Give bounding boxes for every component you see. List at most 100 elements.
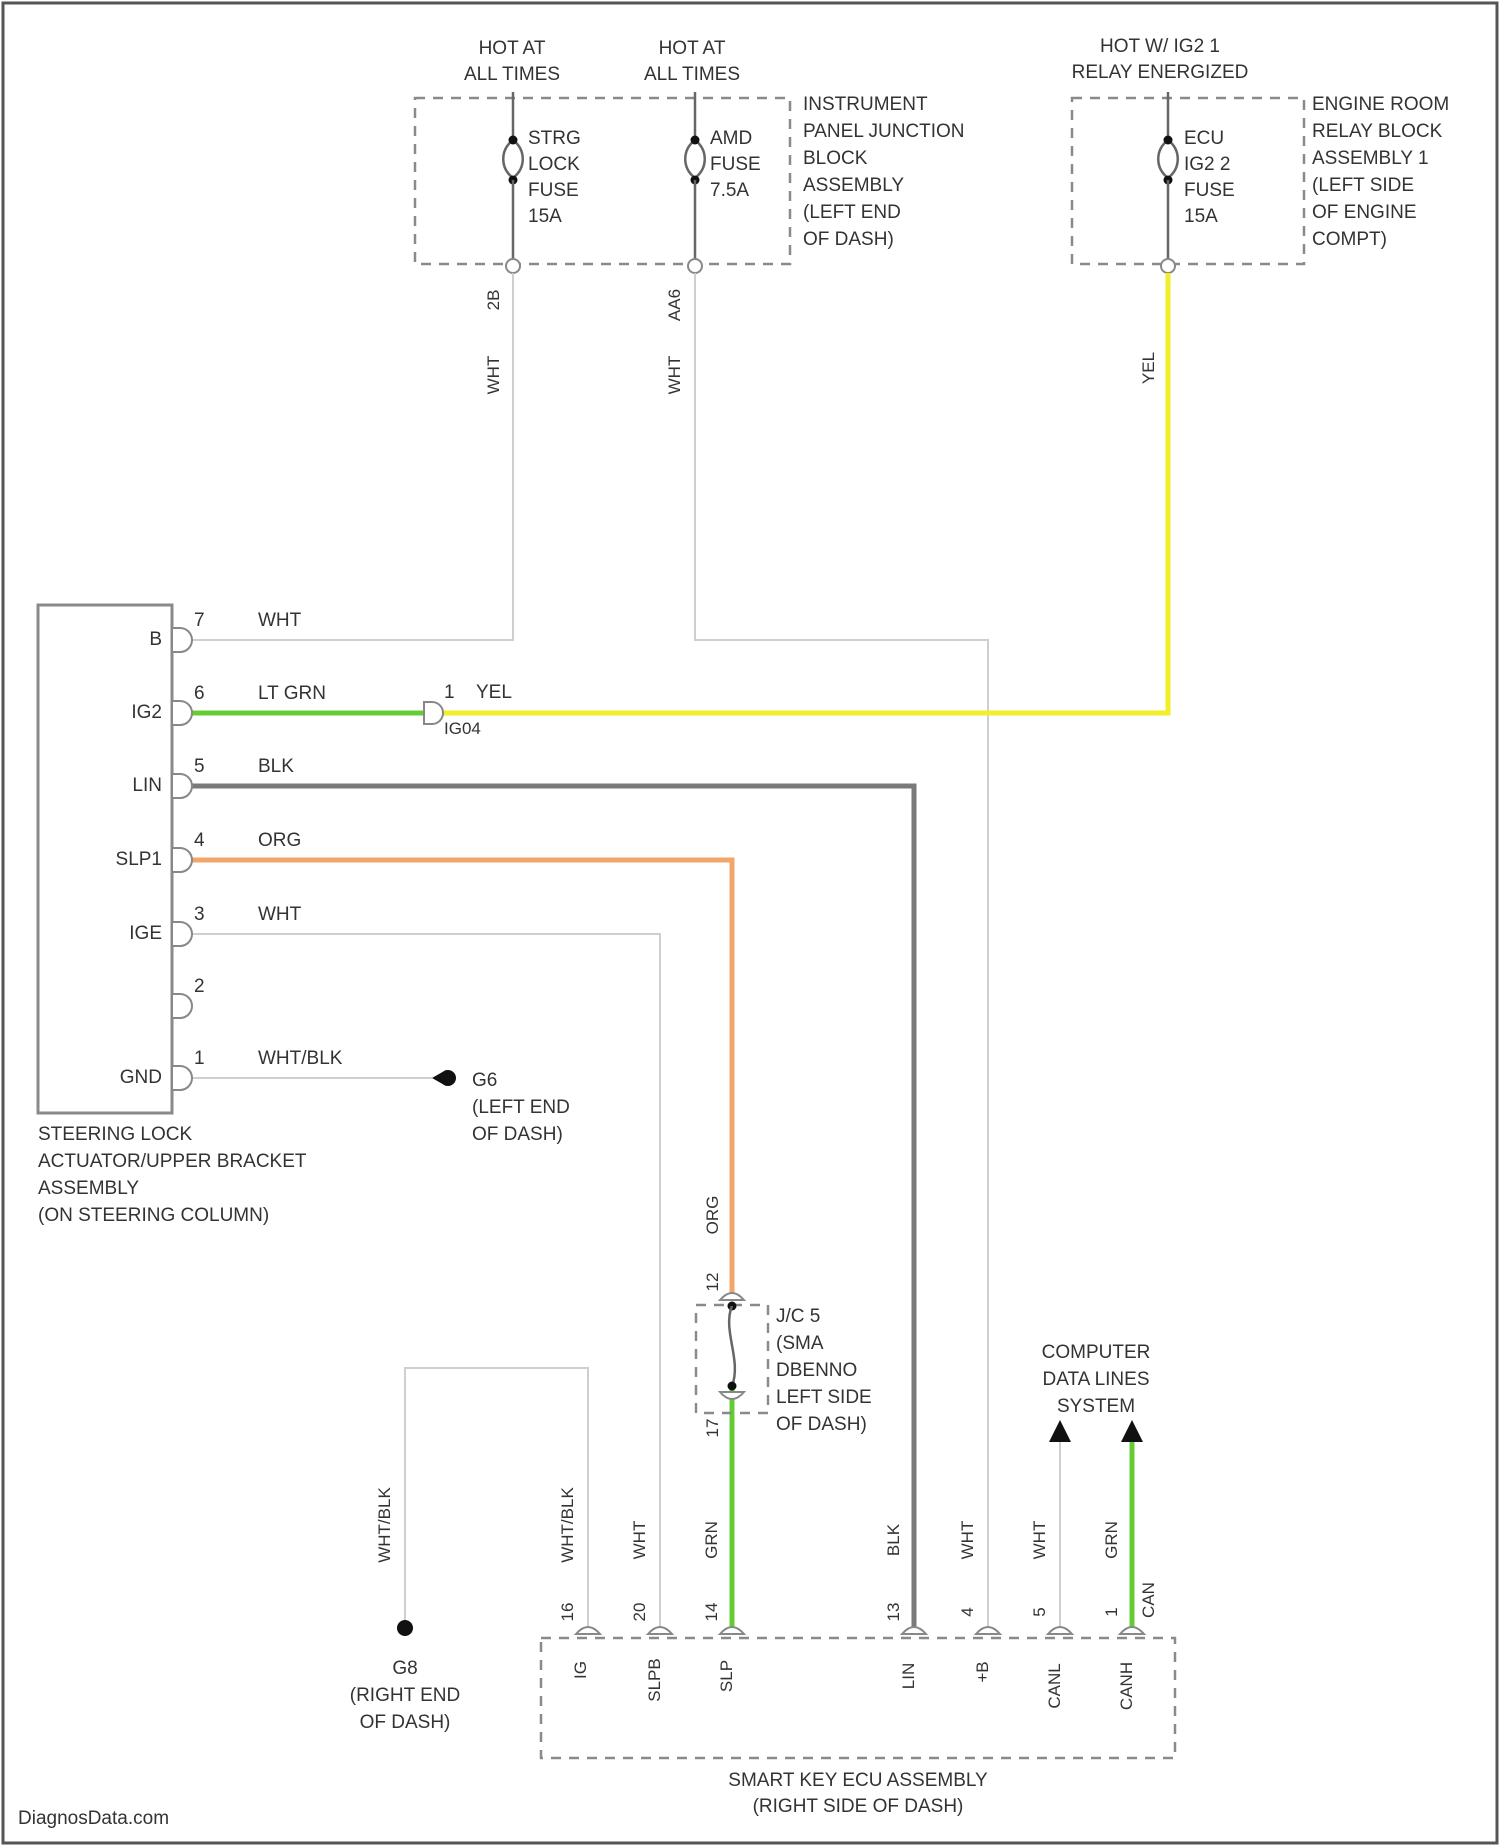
amd-fuse-l3: 7.5A bbox=[710, 180, 749, 201]
sk-pin-label-lin: LIN bbox=[899, 1663, 918, 1689]
errb-l1: ENGINE ROOM bbox=[1312, 94, 1449, 115]
sl-terminal-5 bbox=[172, 774, 192, 798]
amd-fuse-l2: FUSE bbox=[710, 154, 761, 175]
strg-wire-color: WHT bbox=[484, 356, 503, 395]
data-lines-l1: COMPUTER bbox=[1042, 1342, 1151, 1363]
sk-wire-color-ig: WHT/BLK bbox=[558, 1487, 577, 1563]
hot-label-3a: HOT W/ IG2 1 bbox=[1100, 36, 1220, 57]
sl-terminal-3 bbox=[172, 922, 192, 946]
sk-pin-num-plusb: 4 bbox=[958, 1607, 977, 1616]
sk-pin-num-lin: 13 bbox=[884, 1603, 903, 1622]
errb-l4: (LEFT SIDE bbox=[1312, 175, 1414, 196]
sk-pin-label-plusb: +B bbox=[973, 1661, 992, 1682]
ecu-fuse-l4: 15A bbox=[1184, 206, 1218, 227]
sl-pin-num-7: 7 bbox=[194, 610, 205, 631]
sl-name-l2: ACTUATOR/UPPER BRACKET bbox=[38, 1151, 307, 1172]
sk-wire-color-canh: GRN bbox=[1102, 1521, 1121, 1559]
jc5-l4: LEFT SIDE bbox=[776, 1387, 872, 1408]
sl-pin-label-gnd: GND bbox=[120, 1067, 162, 1088]
strg-pin-label: 2B bbox=[484, 290, 503, 311]
sl-wire-color-3: WHT bbox=[258, 904, 302, 925]
ecu-wire-color: YEL bbox=[1139, 352, 1158, 384]
errb-l3: ASSEMBLY 1 bbox=[1312, 148, 1429, 169]
sl-pin-num-5: 5 bbox=[194, 756, 205, 777]
jc5-l1: J/C 5 bbox=[776, 1306, 820, 1327]
sk-wire-color-lin: BLK bbox=[884, 1523, 903, 1556]
sl-pin-num-4: 4 bbox=[194, 830, 205, 851]
amd-wire-color: WHT bbox=[665, 356, 684, 395]
sk-pin-label-canl: CANL bbox=[1045, 1663, 1064, 1708]
sk-pin-num-slpb: 20 bbox=[630, 1603, 649, 1622]
sk-pin-num-ig: 16 bbox=[558, 1603, 577, 1622]
g8-l1: G8 bbox=[392, 1658, 417, 1679]
sk-pin-num-canh: 1 bbox=[1102, 1607, 1121, 1616]
connector-num: 1 bbox=[444, 682, 455, 703]
sk-pin-label-canh: CANH bbox=[1117, 1662, 1136, 1710]
diagram-frame bbox=[3, 3, 1497, 1843]
sl-terminal-2 bbox=[172, 994, 192, 1018]
g6-l2: (LEFT END bbox=[472, 1097, 570, 1118]
hot-label-1b: ALL TIMES bbox=[464, 64, 560, 85]
data-lines-l3: SYSTEM bbox=[1057, 1396, 1135, 1417]
sk-pin-label-slpb: SLPB bbox=[645, 1658, 664, 1701]
sl-wire-color-6: LT GRN bbox=[258, 683, 326, 704]
errb-l2: RELAY BLOCK bbox=[1312, 121, 1443, 142]
data-lines-l2: DATA LINES bbox=[1043, 1369, 1150, 1390]
ecu-fuse-l3: FUSE bbox=[1184, 180, 1235, 201]
sl-name-l1: STEERING LOCK bbox=[38, 1124, 192, 1145]
jc5-l2: (SMA bbox=[776, 1333, 824, 1354]
connector-id: IG04 bbox=[444, 719, 481, 738]
sl-wire-color-4: ORG bbox=[258, 830, 301, 851]
hot-label-1a: HOT AT bbox=[479, 38, 546, 59]
strg-fuse-l3: FUSE bbox=[528, 180, 579, 201]
sl-pin-label-ig2: IG2 bbox=[131, 702, 162, 723]
strg-fuse-l2: LOCK bbox=[528, 154, 580, 175]
sk-pin-label-ig: IG bbox=[571, 1661, 590, 1679]
g8-wire-color: WHT/BLK bbox=[375, 1487, 394, 1563]
g8-l2: (RIGHT END bbox=[350, 1685, 460, 1706]
sk-pin-label-slp: SLP bbox=[717, 1660, 736, 1692]
g6-l1: G6 bbox=[472, 1070, 497, 1091]
sk-name-l1: SMART KEY ECU ASSEMBLY bbox=[728, 1770, 988, 1791]
sk-wire-color-plusb: WHT bbox=[958, 1521, 977, 1560]
sl-pin-label-b: B bbox=[149, 629, 162, 650]
ipjb-l4: ASSEMBLY bbox=[803, 175, 904, 196]
ipjb-l2: PANEL JUNCTION bbox=[803, 121, 965, 142]
sk-wire-color-slp: GRN bbox=[702, 1521, 721, 1559]
sl-pin-num-6: 6 bbox=[194, 683, 205, 704]
ipjb-l5: (LEFT END bbox=[803, 202, 901, 223]
jc5-bottom-pin: 17 bbox=[703, 1419, 722, 1438]
sl-terminal-6 bbox=[172, 701, 192, 725]
hot-label-2a: HOT AT bbox=[659, 38, 726, 59]
sl-wire-color-1: WHT/BLK bbox=[258, 1048, 343, 1069]
ipjb-l1: INSTRUMENT bbox=[803, 94, 928, 115]
g6-l3: OF DASH) bbox=[472, 1124, 563, 1145]
sl-terminal-7 bbox=[172, 628, 192, 652]
ground-g8-dot bbox=[397, 1620, 413, 1636]
sl-pin-num-1: 1 bbox=[194, 1048, 205, 1069]
sl-name-l3: ASSEMBLY bbox=[38, 1178, 139, 1199]
ground-g6-dot bbox=[440, 1070, 456, 1086]
sl-wire-color-5: BLK bbox=[258, 756, 294, 777]
sk-pin-num-slp: 14 bbox=[702, 1603, 721, 1622]
strg-fuse-l1: STRG bbox=[528, 128, 581, 149]
sl-terminal-4 bbox=[172, 848, 192, 872]
hot-label-2b: ALL TIMES bbox=[644, 64, 740, 85]
amd-pin-label: AA6 bbox=[665, 289, 684, 321]
sl-pin-num-2: 2 bbox=[194, 976, 205, 997]
g8-l3: OF DASH) bbox=[360, 1712, 451, 1733]
sl-wire-color-7: WHT bbox=[258, 610, 302, 631]
sk-wire-color-canl: WHT bbox=[1030, 1521, 1049, 1560]
errb-l5: OF ENGINE bbox=[1312, 202, 1417, 223]
ecu-fuse-l1: ECU bbox=[1184, 128, 1224, 149]
sl-pin-label-ige: IGE bbox=[129, 923, 162, 944]
jc5-top-wire-color: ORG bbox=[703, 1196, 722, 1235]
watermark-text: DiagnosData.com bbox=[18, 1808, 169, 1829]
sl-pin-label-slp1: SLP1 bbox=[116, 849, 162, 870]
jc5-l5: OF DASH) bbox=[776, 1414, 867, 1435]
sk-name-l2: (RIGHT SIDE OF DASH) bbox=[753, 1796, 964, 1817]
sl-terminal-1 bbox=[172, 1066, 192, 1090]
sk-canh-connector: CAN bbox=[1139, 1582, 1158, 1618]
hot-label-3b: RELAY ENERGIZED bbox=[1072, 62, 1249, 83]
